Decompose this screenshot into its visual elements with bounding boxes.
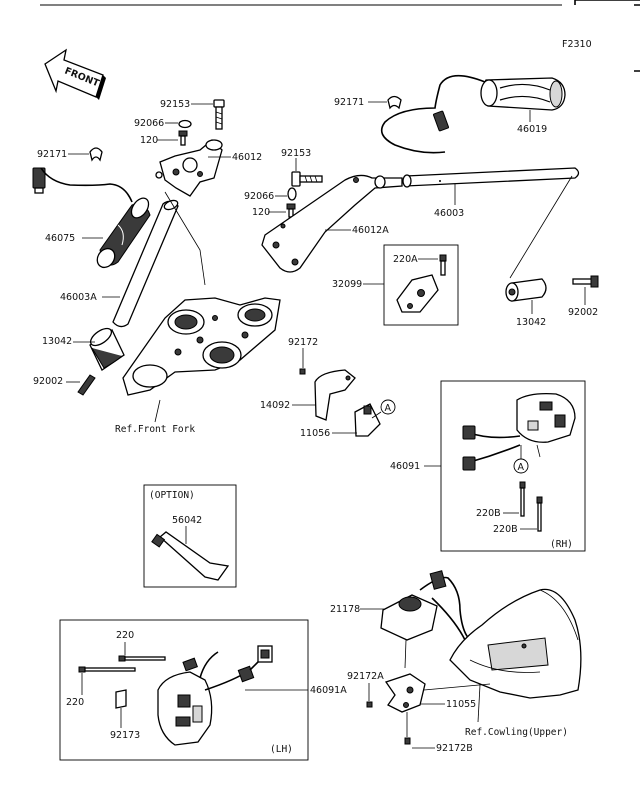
cowling-upper [449, 588, 582, 699]
handle-holder-46012A [261, 174, 403, 273]
label-92002-right: 92002 [568, 307, 598, 318]
handle-holder-46012 [155, 139, 223, 197]
clip-92173 [115, 689, 127, 709]
figure-code: F2310 [562, 39, 592, 50]
clamp-92171-right [387, 95, 402, 110]
screw-220-1 [118, 655, 166, 662]
label-21178: 21178 [330, 604, 360, 615]
label-220B-1: 220B [476, 508, 501, 519]
grip-heater-wire-right [380, 74, 486, 154]
clamp-92171-left [89, 147, 103, 162]
bolt-92153-top [213, 99, 225, 130]
bar-end-13042-left [89, 327, 125, 371]
label-lh: (LH) [270, 744, 293, 755]
label-220A: 220A [393, 254, 418, 265]
bar-end-13042-right [505, 278, 547, 302]
label-13042-left: 13042 [42, 336, 72, 347]
label-92173: 92173 [110, 730, 140, 741]
label-14092: 14092 [260, 400, 290, 411]
switch-46091 [462, 392, 576, 471]
handlebar-46003 [402, 167, 580, 188]
marker-A-right-text: A [518, 462, 525, 473]
label-46012A: 46012A [352, 225, 389, 236]
bracket-32099 [396, 274, 439, 313]
ref-front-fork: Ref.Front Fork [115, 424, 195, 435]
label-13042-right: 13042 [516, 317, 546, 328]
label-11056: 11056 [300, 428, 330, 439]
screw-120-mid [286, 203, 296, 218]
label-92066-mid: 92066 [244, 191, 274, 202]
ref-cowling: Ref.Cowling(Upper) [465, 727, 568, 738]
label-92002-left: 92002 [33, 376, 63, 387]
screw-220A [439, 254, 447, 276]
label-11055: 11055 [446, 699, 476, 710]
bolt-92002-right [572, 275, 599, 288]
label-46019: 46019 [517, 124, 547, 135]
handlebar-46003A [112, 199, 179, 328]
label-rh: (RH) [550, 539, 573, 550]
bracket-11055 [384, 673, 426, 713]
label-92153-top: 92153 [160, 99, 190, 110]
label-option: (OPTION) [149, 490, 195, 501]
label-220-2: 220 [66, 697, 84, 708]
label-92153-mid: 92153 [281, 148, 311, 159]
bracket-11056 [354, 403, 381, 437]
grip-heater-wire-left [32, 167, 133, 203]
label-92171-right: 92171 [334, 97, 364, 108]
grease-tube-56042 [151, 531, 230, 581]
unit-21178 [380, 570, 475, 641]
grip-46075 [96, 197, 151, 269]
label-46091: 46091 [390, 461, 420, 472]
cover-14092 [314, 369, 356, 421]
label-120-mid: 120 [252, 207, 270, 218]
label-120-top: 120 [140, 135, 158, 146]
label-32099: 32099 [332, 279, 362, 290]
label-46003A: 46003A [60, 292, 97, 303]
switch-46091A [157, 645, 273, 746]
box-32099 [383, 244, 459, 326]
box-option [143, 484, 237, 588]
label-220-1: 220 [116, 630, 134, 641]
steering-stem-head [122, 297, 281, 396]
screw-92172A [366, 701, 373, 708]
marker-A-left [380, 399, 396, 415]
label-46091A: 46091A [310, 685, 347, 696]
label-220B-2: 220B [493, 524, 518, 535]
washer-92066-mid [287, 187, 297, 201]
washer-92066-top [178, 119, 192, 129]
bolt-92153-mid [291, 171, 323, 187]
label-56042: 56042 [172, 515, 202, 526]
marker-A-left-text: A [385, 403, 392, 414]
label-92172: 92172 [288, 337, 318, 348]
label-92066-top: 92066 [134, 118, 164, 129]
label-46075: 46075 [45, 233, 75, 244]
screw-220-2 [78, 666, 136, 673]
label-92171-left: 92171 [37, 149, 67, 160]
screw-220B-2 [536, 496, 543, 532]
screw-220B-1 [519, 481, 526, 517]
grip-46019 [480, 77, 566, 111]
bolt-92002-left [77, 374, 96, 396]
front-arrow-icon: FRONT [44, 48, 106, 100]
label-92172B: 92172B [436, 743, 473, 754]
screw-92172B [404, 737, 411, 745]
screw-120-top [178, 130, 188, 146]
screw-92172 [299, 368, 306, 375]
label-46003: 46003 [434, 208, 464, 219]
label-46012: 46012 [232, 152, 262, 163]
corner-mark [574, 0, 640, 5]
label-92172A: 92172A [347, 671, 384, 682]
